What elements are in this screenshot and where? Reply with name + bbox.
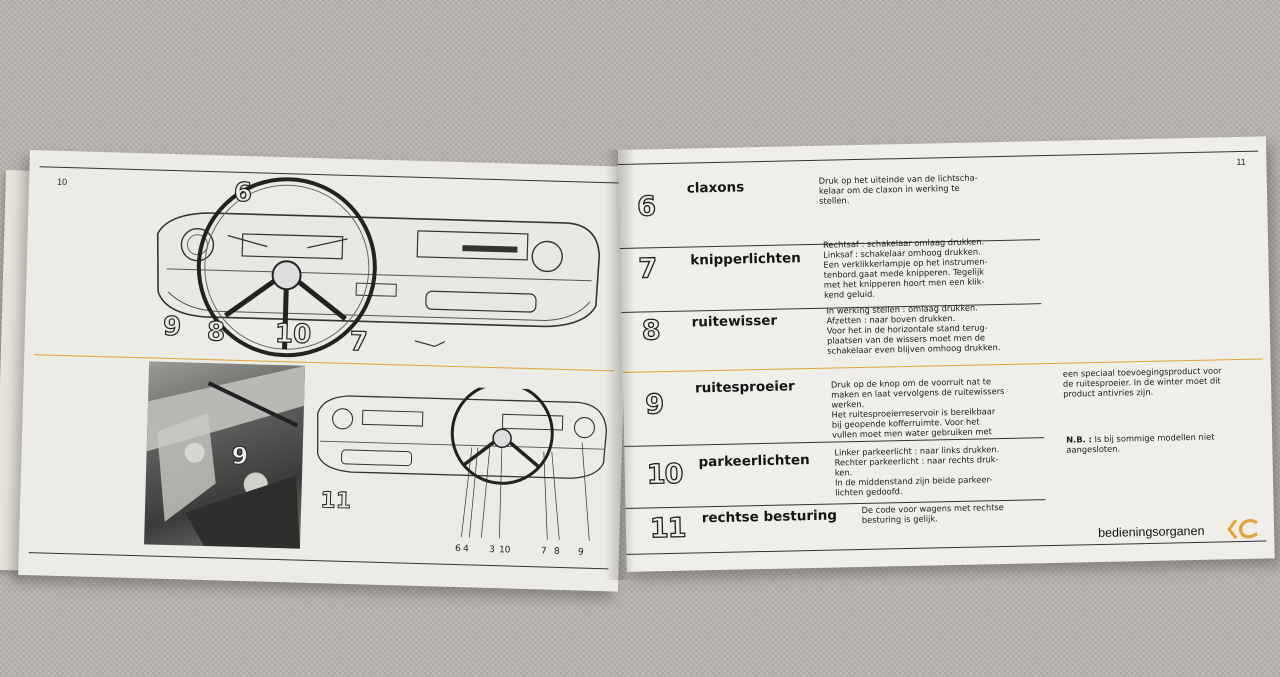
rhd-dashboard-illustration (316, 383, 608, 541)
entry-number: 6 (636, 191, 656, 224)
axis-label-10: 10 (498, 545, 511, 556)
dashboard-illustration (156, 177, 601, 358)
axis-label-8: 8 (553, 546, 560, 557)
entry-text: Druk op de knop om de voorruit nat te ma… (830, 376, 1005, 440)
entry-title: knipperlichten (690, 250, 801, 269)
entry-text: De code voor wagens met rechtse besturin… (861, 501, 1004, 525)
entry-10: 10 parkeerlichten Linker parkeerlicht : … (624, 432, 1273, 510)
entry-title: parkeerlichten (698, 452, 810, 471)
entry-text: Rechtsaf : schakelaar omlaag drukken. Li… (822, 236, 988, 300)
callout-8: 8 (206, 316, 226, 348)
entry-text: Druk op het uiteinde van de lichtscha- k… (818, 172, 978, 206)
entry-note: N.B. : Is bij sommige modellen niet aang… (1066, 430, 1266, 455)
callout-9: 9 (162, 311, 182, 343)
entry-number: 8 (641, 315, 661, 348)
axis-label-6: 6 (454, 544, 461, 555)
bottom-rule-left (28, 552, 609, 570)
entry-text: Linker parkeerlicht : naar links drukken… (834, 444, 1000, 498)
entry-title: ruitesproeier (694, 378, 795, 397)
entry-number: 7 (638, 253, 658, 286)
page-number-left: 10 (56, 176, 68, 188)
section-footer-label: bedieningsorganen (1097, 523, 1205, 541)
entry-number: 11 (649, 512, 687, 545)
axis-label-4: 4 (462, 544, 469, 555)
note-label: N.B. : (1066, 434, 1093, 445)
axis-label-3: 3 (488, 544, 495, 556)
entry-6: 6 claxons Druk op het uiteinde van de li… (618, 158, 1267, 242)
axis-label-9: 9 (577, 547, 584, 558)
entry-title: ruitewisser (691, 312, 778, 331)
washer-reservoir-photo: 9 (144, 361, 306, 549)
left-page: 10 6 9 8 10 7 (18, 150, 630, 592)
callout-10: 10 (274, 318, 312, 350)
callout-6: 6 (233, 177, 253, 209)
callout-11: 11 (319, 488, 352, 515)
chevron-c-logo-icon (1227, 518, 1258, 540)
axis-label-7: 7 (540, 546, 547, 557)
entry-text-continued: een speciaal toevoegingsproduct voor de … (1062, 365, 1222, 399)
entry-number: 10 (646, 458, 684, 491)
entry-number: 9 (644, 388, 664, 421)
entry-title: rechtse besturing (701, 507, 838, 527)
right-page: 11 6 claxons Druk op het uiteinde van de… (618, 136, 1275, 572)
entry-title: claxons (686, 179, 745, 197)
photo-callout-9: 9 (231, 441, 249, 471)
callout-7: 7 (349, 326, 369, 358)
entry-text: In werking stellen : omlaag drukken. Afz… (826, 302, 1001, 356)
